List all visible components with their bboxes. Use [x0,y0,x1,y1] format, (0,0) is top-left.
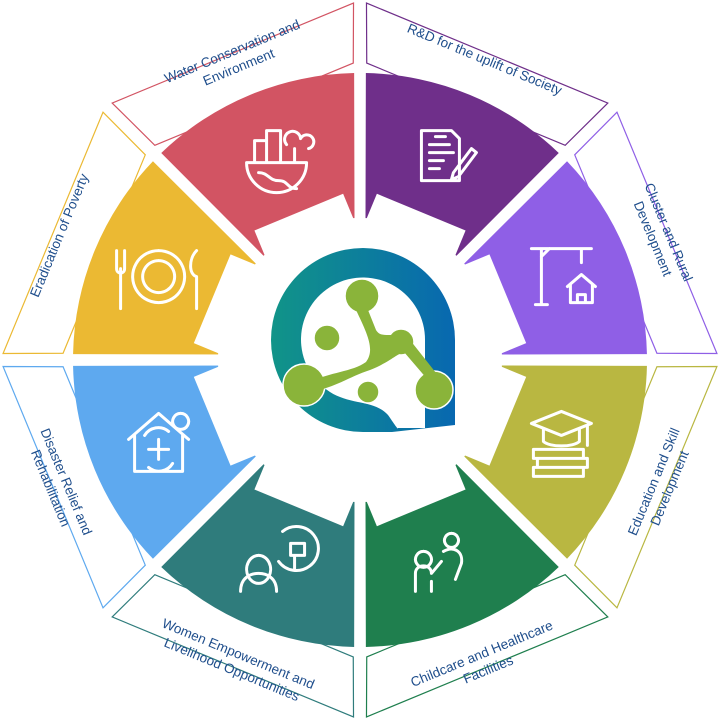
graduation-books-icon [529,409,593,478]
house-medical-icon [127,411,191,473]
city-nature-icon [245,129,316,195]
organization-logo [271,248,455,432]
parent-child-icon [413,531,464,593]
document-pen-icon [419,129,478,183]
plate-cutlery-icon [115,249,199,311]
woman-fist-icon [239,525,320,593]
crane-house-icon [529,247,597,307]
